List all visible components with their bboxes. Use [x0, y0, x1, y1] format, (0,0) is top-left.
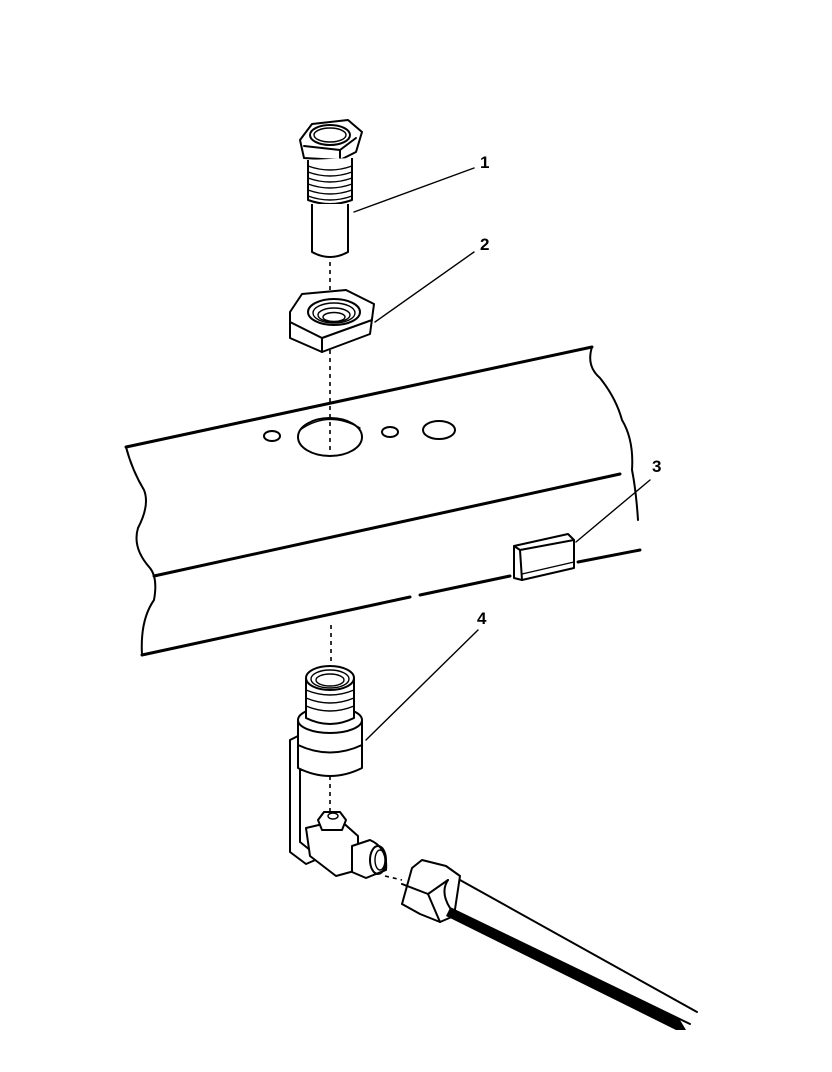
part-3-clip [513, 533, 575, 581]
leader-3 [575, 479, 651, 543]
part-2-hex-nut [289, 289, 375, 353]
callout-2-label: 2 [480, 235, 490, 254]
callout-1-label: 1 [480, 153, 490, 172]
callout-3-label: 3 [652, 457, 662, 476]
frame-rail [124, 345, 642, 657]
leader-2 [374, 251, 475, 323]
part-1-connector [299, 119, 363, 258]
leader-1 [353, 167, 475, 213]
part-4-elbow-fitting [289, 665, 388, 879]
tube-assembly [401, 859, 698, 1030]
leader-4 [365, 629, 479, 741]
leader-lines [353, 167, 651, 741]
callout-4-label: 4 [477, 609, 487, 628]
